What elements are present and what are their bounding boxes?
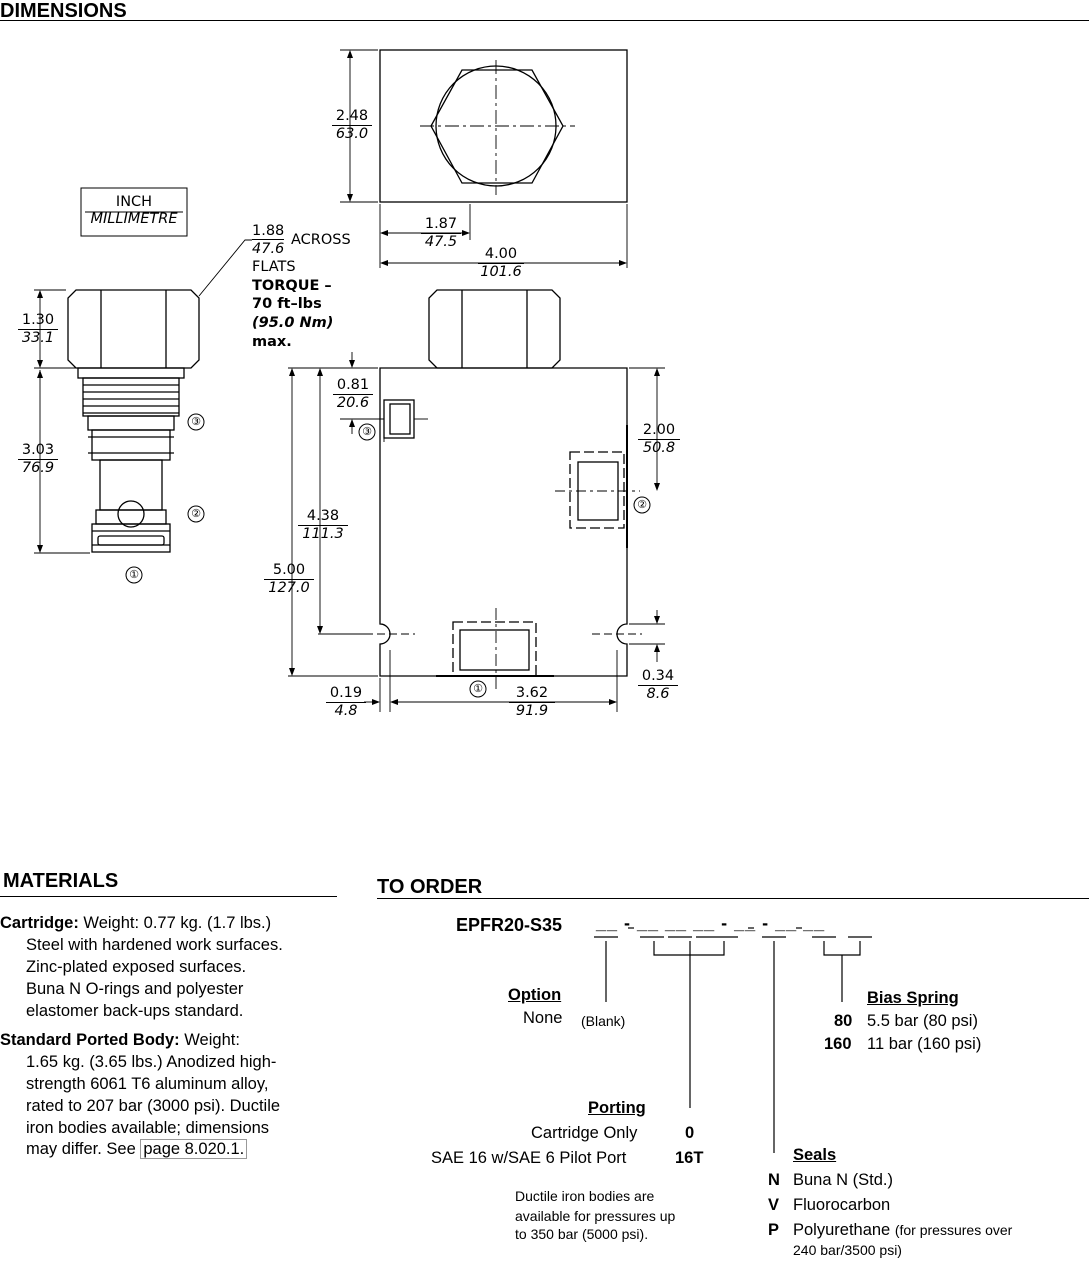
materials-rule (0, 896, 337, 897)
bias-code-80: 80 (834, 1012, 853, 1030)
model-code: EPFR20-S35 (456, 915, 563, 935)
top-view (340, 49, 628, 268)
front-view (288, 289, 665, 712)
torque-line3: (95.0 Nm) (252, 315, 334, 331)
to-order-heading: TO ORDER (377, 876, 483, 898)
port-1-body-label: ① (473, 682, 483, 695)
body-label: Standard Ported Body: (0, 1031, 180, 1049)
porting-note-3: to 350 bar (5000 psi). (515, 1226, 649, 1242)
torque-line4: max. (252, 334, 292, 350)
seal-code-n: N (768, 1171, 780, 1189)
torque-line2: 70 ft–lbs (252, 296, 322, 312)
flats-label: FLATS (252, 259, 296, 275)
porting-note-1: Ductile iron bodies are (515, 1188, 655, 1204)
port-3-label: ③ (191, 415, 201, 428)
port-2-label: ② (191, 507, 201, 520)
dimensions-heading: DIMENSIONS (0, 0, 127, 22)
port-2-body-label: ② (637, 498, 647, 511)
port-3-body-label: ③ (362, 425, 372, 438)
seals-title: Seals (793, 1146, 837, 1164)
across-label: ACROSS (291, 232, 351, 248)
option-title: Option (508, 986, 562, 1004)
cartridge-label: Cartridge: (0, 914, 79, 932)
bias-spring-title: Bias Spring (867, 989, 959, 1007)
porting-desc-16t: SAE 16 w/SAE 6 Pilot Port (431, 1149, 627, 1167)
porting-title: Porting (588, 1099, 646, 1117)
porting-desc-0: Cartridge Only (531, 1124, 638, 1142)
seal-desc-v: Fluorocarbon (793, 1196, 891, 1214)
torque-line1: TORQUE – (252, 278, 332, 294)
port-markers (125, 413, 651, 698)
option-blank: (Blank) (581, 1013, 626, 1029)
code-suffix: __ - __ __ __ - __ - __ __ (596, 913, 826, 933)
seal-desc-p: Polyurethane (793, 1221, 891, 1239)
porting-note-2: available for pressures up (515, 1208, 676, 1224)
option-none: None (523, 1009, 563, 1027)
to-order-rule (377, 898, 1089, 899)
bias-code-160: 160 (824, 1035, 852, 1053)
bias-desc-80: 5.5 bar (80 psi) (867, 1012, 978, 1030)
porting-code-0: 0 (685, 1124, 695, 1142)
porting-code-16t: 16T (675, 1149, 704, 1167)
dimensions-rule (0, 20, 1089, 21)
seal-code-p: P (768, 1221, 780, 1239)
cartridge-view (34, 187, 252, 554)
seal-code-v: V (768, 1196, 780, 1214)
page-link[interactable]: page 8.020.1. (140, 1139, 248, 1159)
across-flats-mm: 47.6 (252, 241, 285, 257)
seal-note-p: (for pressures over (894, 1222, 1013, 1238)
seal-desc-n: Buna N (Std.) (793, 1171, 893, 1189)
dimension-drawing (34, 49, 665, 712)
order-code-tree (594, 927, 872, 1153)
bias-desc-160: 11 bar (160 psi) (867, 1035, 982, 1053)
materials-heading: MATERIALS (3, 870, 119, 892)
port-1-label: ① (129, 568, 139, 581)
seal-note-p2: 240 bar/3500 psi) (793, 1242, 902, 1258)
across-flats-label: 1.88 (252, 223, 285, 240)
